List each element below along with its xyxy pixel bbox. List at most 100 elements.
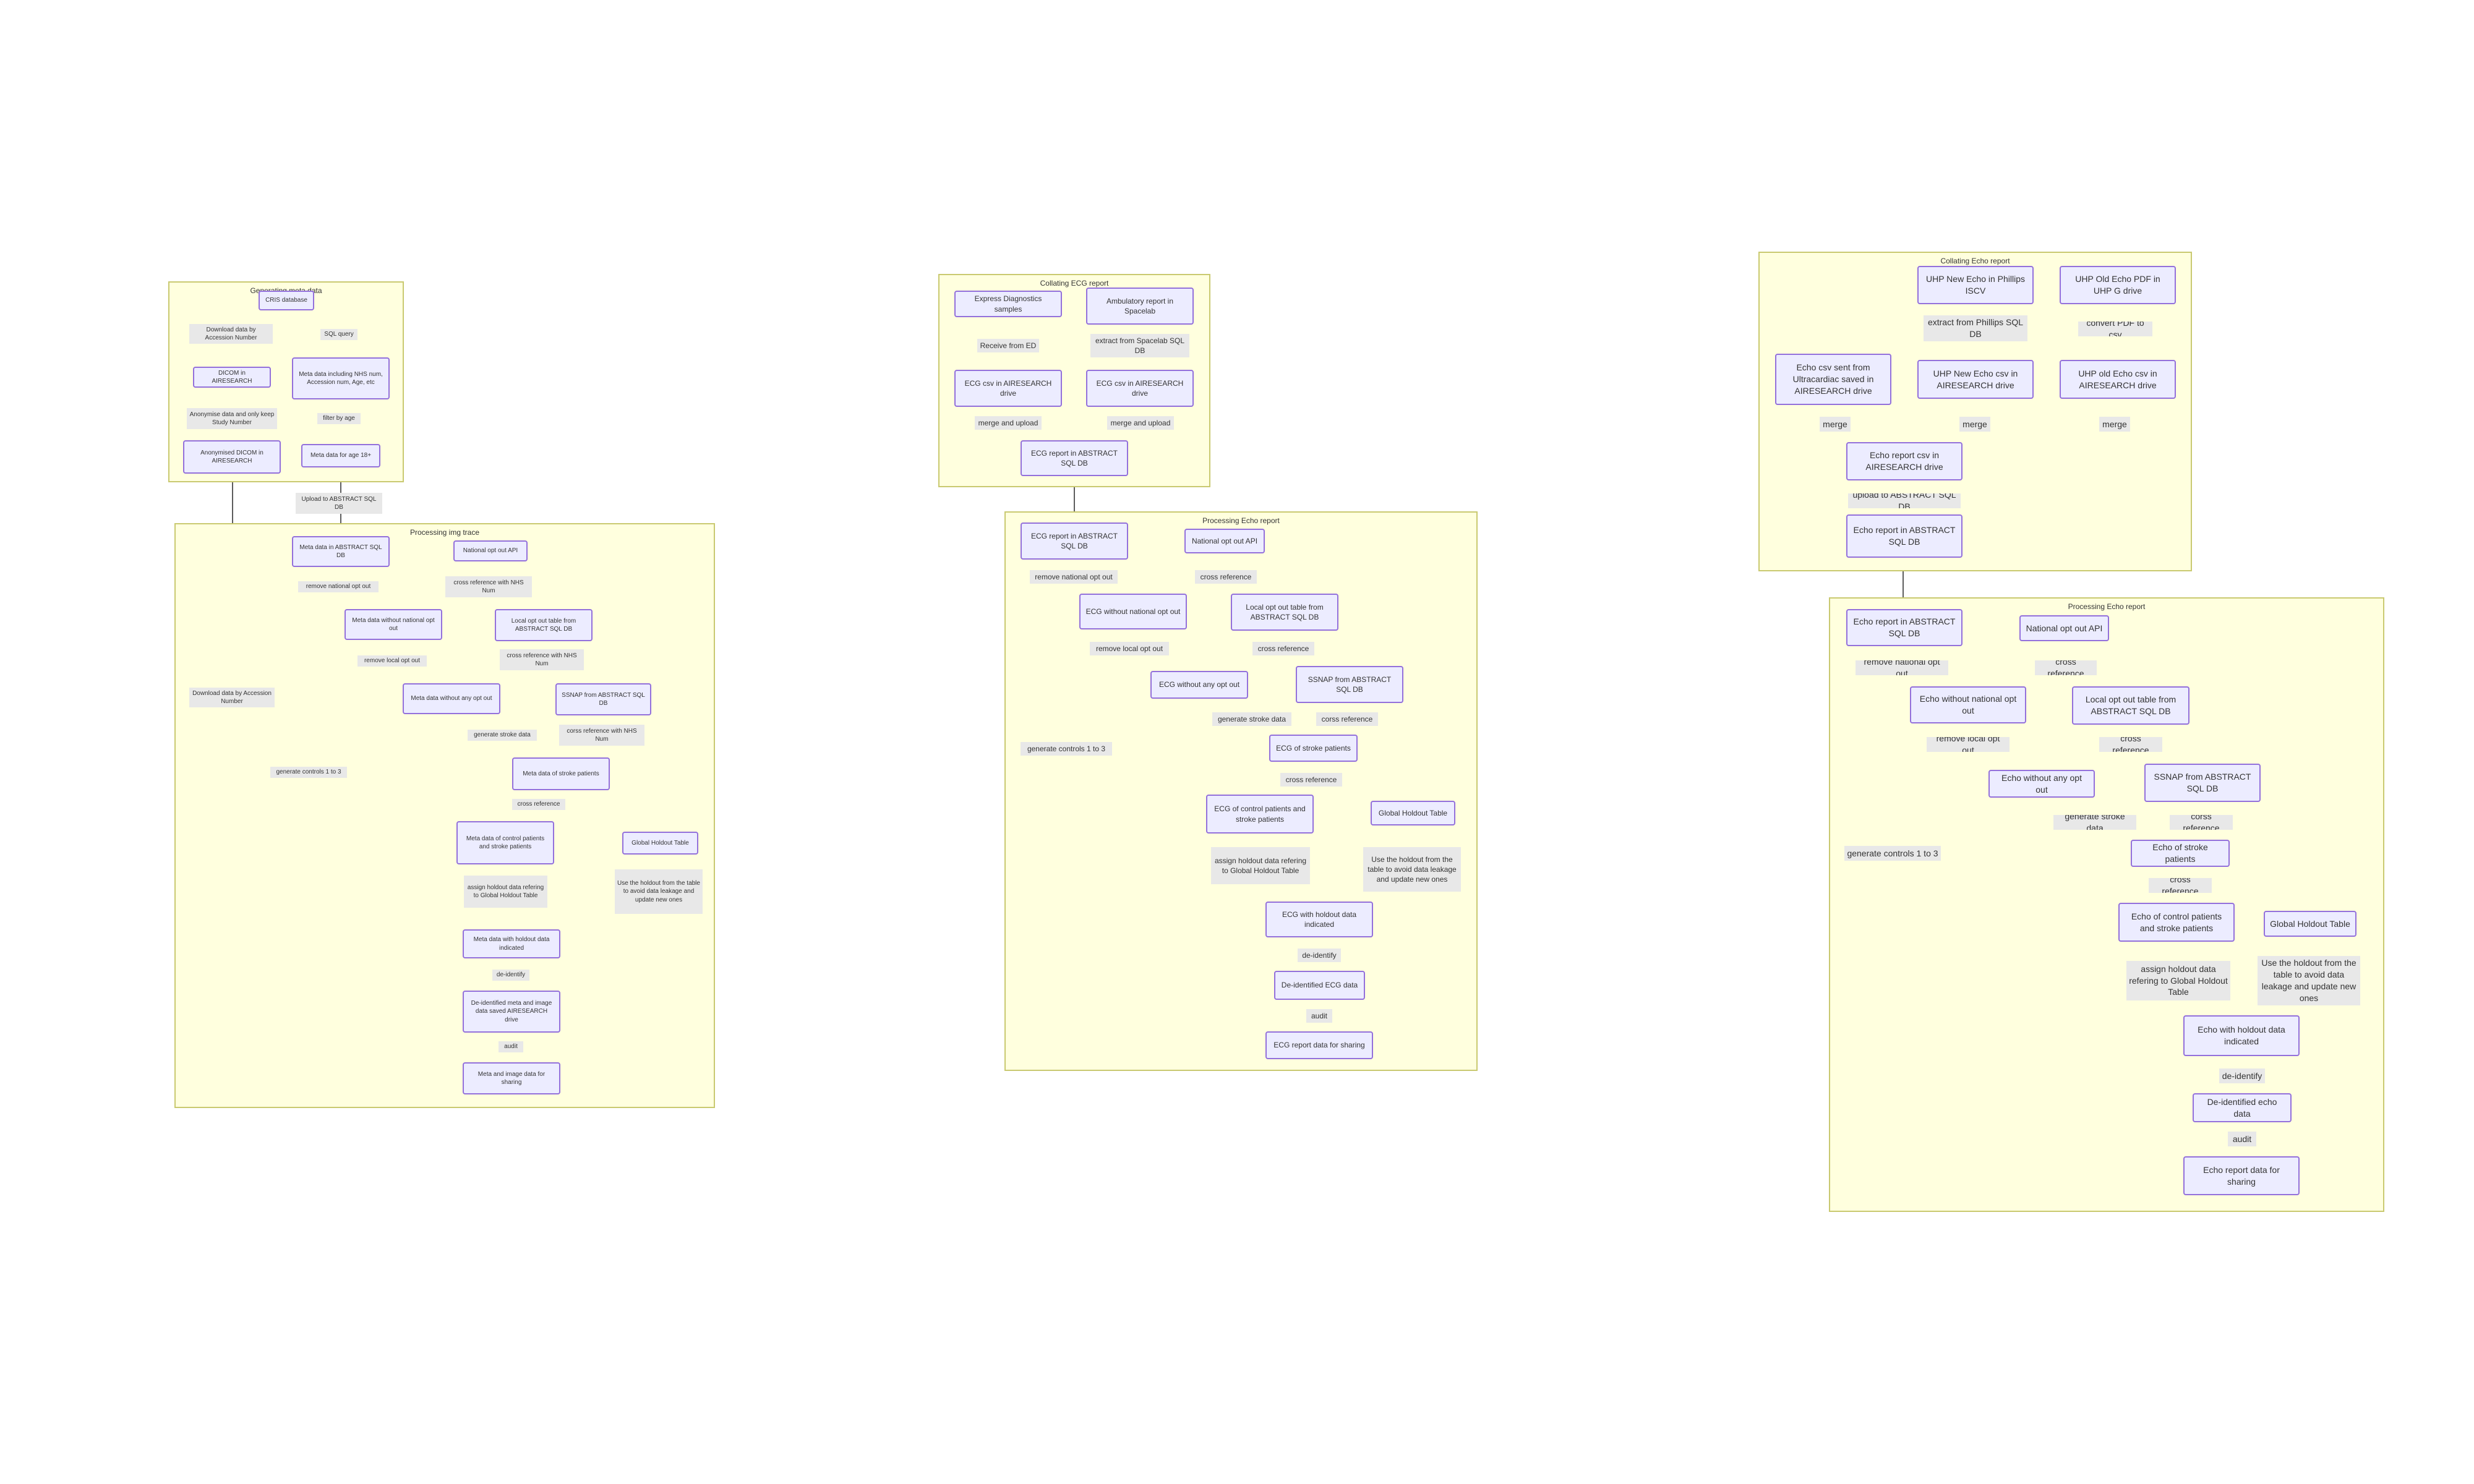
node-echo-without-national[interactable]: Echo without national opt out [1910, 686, 2026, 723]
edge-label: merge [1959, 417, 1990, 432]
node-ecg-national-opt-out-api[interactable]: National opt out API [1184, 529, 1265, 553]
node-ecg-without-national[interactable]: ECG without national opt out [1079, 594, 1187, 629]
edge-label: convert PDF to csv [2078, 322, 2152, 336]
cluster-title: Collating ECG report [1040, 279, 1109, 288]
node-echo-report-csv[interactable]: Echo report csv in AIRESEARCH drive [1846, 442, 1963, 480]
node-ambulatory-spacelab[interactable]: Ambulatory report in Spacelab [1086, 288, 1194, 325]
edge-label: corss reference with NHS Num [559, 725, 644, 746]
node-ecg-report-sharing[interactable]: ECG report data for sharing [1265, 1031, 1373, 1059]
edge-label: assign holdout data refering to Global H… [1211, 847, 1310, 884]
node-echo-report-abstract-sql-2[interactable]: Echo report in ABSTRACT SQL DB [1846, 609, 1963, 646]
node-ecg-csv-airesearch-2[interactable]: ECG csv in AIRESEARCH drive [1086, 370, 1194, 407]
cluster-title: Processing Echo report [2068, 602, 2146, 611]
node-ecg-local-opt-out-table[interactable]: Local opt out table from ABSTRACT SQL DB [1231, 594, 1338, 631]
node-global-holdout-table[interactable]: Global Holdout Table [622, 832, 698, 855]
edge-label: audit [499, 1041, 523, 1052]
edge-label: audit [2228, 1132, 2256, 1146]
node-ecg-stroke-patients[interactable]: ECG of stroke patients [1269, 735, 1358, 762]
edge-label: extract from Phillips SQL DB [1924, 315, 2027, 341]
edge-label: merge and upload [1107, 416, 1174, 430]
node-ecg-holdout-indicated[interactable]: ECG with holdout data indicated [1265, 902, 1373, 937]
node-uhp-new-echo-csv[interactable]: UHP New Echo csv in AIRESEARCH drive [1917, 360, 2034, 399]
node-uhp-new-echo-phillips[interactable]: UHP New Echo in Phillips ISCV [1917, 266, 2034, 304]
cluster-title: Collating Echo report [1940, 257, 2010, 265]
edge-label: cross reference [2149, 878, 2212, 893]
node-express-diagnostics[interactable]: Express Diagnostics samples [954, 291, 1062, 317]
edge-label: cross reference with NHS Num [500, 649, 584, 670]
edge-label: de-identify [492, 970, 529, 981]
edge-label: cross reference [1195, 570, 1257, 584]
edge-label: cross reference [1280, 773, 1342, 787]
node-ecg-report-abstract-sql-1[interactable]: ECG report in ABSTRACT SQL DB [1021, 440, 1128, 476]
node-deidentified-ecg[interactable]: De-identified ECG data [1274, 971, 1365, 1000]
edge-label: remove local opt out [357, 655, 427, 667]
edge-label: de-identify [1298, 949, 1341, 962]
node-meta-image-sharing[interactable]: Meta and image data for sharing [463, 1062, 560, 1094]
edge-label: generate controls 1 to 3 [1021, 742, 1112, 756]
node-cris-database[interactable]: CRIS database [259, 291, 314, 310]
node-deidentified-echo[interactable]: De-identified echo data [2193, 1093, 2292, 1122]
node-ecg-without-any-opt[interactable]: ECG without any opt out [1150, 671, 1248, 699]
edge-label: upload to ABSTRACT SQL DB [1848, 493, 1961, 508]
node-echo-report-abstract-sql-1[interactable]: Echo report in ABSTRACT SQL DB [1846, 514, 1963, 558]
edge-label: generate controls 1 to 3 [270, 767, 347, 778]
node-uhp-old-echo-csv[interactable]: UHP old Echo csv in AIRESEARCH drive [2060, 360, 2176, 399]
node-meta-data-including-nhs[interactable]: Meta data including NHS num, Accession n… [292, 357, 390, 399]
node-meta-without-national[interactable]: Meta data without national opt out [345, 609, 442, 640]
edge-label: corss reference [2170, 815, 2233, 830]
node-echo-stroke-patients[interactable]: Echo of stroke patients [2131, 840, 2230, 867]
node-national-opt-out-api[interactable]: National opt out API [453, 540, 528, 561]
edge-label: cross reference [2035, 660, 2097, 675]
edge-label: Receive from ED [977, 339, 1039, 352]
edge-label: cross reference [1252, 642, 1314, 655]
node-local-opt-out-table[interactable]: Local opt out table from ABSTRACT SQL DB [495, 609, 593, 641]
node-echo-global-holdout-table[interactable]: Global Holdout Table [2264, 911, 2356, 937]
cluster-title: Processing img trace [409, 528, 480, 537]
edge-label: cross reference [512, 799, 565, 810]
edge-label: merge [1820, 417, 1851, 432]
edge-label: Upload to ABSTRACT SQL DB [296, 493, 382, 514]
node-echo-without-any-opt[interactable]: Echo without any opt out [1988, 770, 2095, 798]
node-echo-report-sharing[interactable]: Echo report data for sharing [2183, 1156, 2300, 1195]
node-echo-ssnap-abstract-sql[interactable]: SSNAP from ABSTRACT SQL DB [2144, 764, 2261, 802]
edge-label: generate controls 1 to 3 [1844, 846, 1941, 861]
node-echo-local-opt-out-table[interactable]: Local opt out table from ABSTRACT SQL DB [2072, 686, 2189, 725]
cluster-processing-img-trace: Processing img trace [174, 523, 715, 1108]
edge-label: remove local opt out [1927, 737, 2010, 752]
node-deidentified-meta-image[interactable]: De-identified meta and image data saved … [463, 991, 560, 1033]
node-meta-holdout-indicated[interactable]: Meta data with holdout data indicated [463, 929, 560, 958]
node-meta-without-any-opt[interactable]: Meta data without any opt out [403, 683, 500, 714]
edge-label: generate stroke data [468, 730, 537, 741]
node-ecg-global-holdout-table[interactable]: Global Holdout Table [1371, 801, 1455, 825]
edge-label: remove national opt out [1856, 660, 1948, 675]
node-uhp-old-echo-pdf[interactable]: UHP Old Echo PDF in UHP G drive [2060, 266, 2176, 304]
node-ecg-control-stroke[interactable]: ECG of control patients and stroke patie… [1206, 795, 1314, 834]
edge-label: generate stroke data [2053, 815, 2136, 830]
cluster-collating-echo-report: Collating Echo report [1758, 252, 2192, 571]
edge-label: cross reference with NHS Num [445, 576, 532, 597]
node-echo-national-opt-out-api[interactable]: National opt out API [2019, 615, 2109, 641]
edge-label: Use the holdout from the table to avoid … [2258, 956, 2360, 1005]
node-anonymised-dicom[interactable]: Anonymised DICOM in AIRESEARCH [183, 440, 281, 474]
node-meta-data-abstract-sql[interactable]: Meta data in ABSTRACT SQL DB [292, 536, 390, 567]
node-ecg-ssnap-abstract-sql[interactable]: SSNAP from ABSTRACT SQL DB [1296, 666, 1403, 703]
edge-label: cross reference [2099, 737, 2162, 752]
node-echo-holdout-indicated[interactable]: Echo with holdout data indicated [2183, 1015, 2300, 1056]
node-meta-data-age-18[interactable]: Meta data for age 18+ [301, 444, 380, 467]
edge-label: Use the holdout from the table to avoid … [1363, 847, 1461, 892]
edge-label: remove local opt out [1090, 642, 1169, 655]
edge-label: remove national opt out [1030, 570, 1118, 584]
edge-label: remove national opt out [298, 581, 379, 592]
node-meta-stroke-patients[interactable]: Meta data of stroke patients [512, 757, 610, 790]
edge-label: extract from Spacelab SQL DB [1090, 334, 1189, 357]
node-ssnap-abstract-sql[interactable]: SSNAP from ABSTRACT SQL DB [555, 683, 651, 715]
node-meta-control-stroke[interactable]: Meta data of control patients and stroke… [456, 821, 554, 864]
node-echo-csv-ultracardiac[interactable]: Echo csv sent from Ultracardiac saved in… [1775, 354, 1891, 405]
node-ecg-csv-airesearch-1[interactable]: ECG csv in AIRESEARCH drive [954, 370, 1062, 407]
edge-label: SQL query [320, 329, 357, 340]
node-dicom-in-airesearch[interactable]: DICOM in AIRESEARCH [193, 367, 271, 388]
node-ecg-report-abstract-sql-2[interactable]: ECG report in ABSTRACT SQL DB [1021, 522, 1128, 560]
node-echo-control-stroke[interactable]: Echo of control patients and stroke pati… [2118, 903, 2235, 942]
edge-label: merge [2099, 417, 2130, 432]
edge-label: corss reference [1316, 712, 1378, 726]
